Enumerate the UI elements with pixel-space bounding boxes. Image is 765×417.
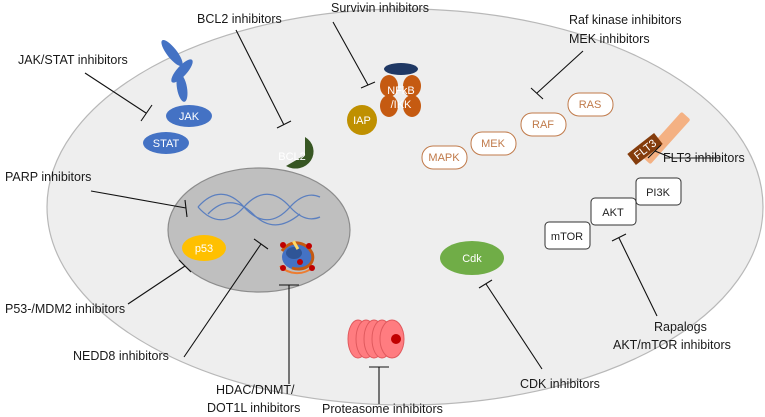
p53-mdm2-inhibition	[127, 259, 192, 305]
mapk-label: MAPK	[428, 152, 460, 164]
raf-kinase-inhibition	[530, 50, 584, 100]
p53-label: p53	[195, 243, 213, 255]
akt-node: AKT	[590, 197, 637, 226]
mtor-node: mTOR	[544, 221, 591, 250]
pi3k-node: PI3K	[635, 177, 682, 206]
stat-node: STAT	[143, 132, 189, 154]
parp-inhibitors-label: PARP inhibitors	[5, 170, 91, 184]
jak-node: JAK	[166, 105, 212, 127]
parp-inhibition	[90, 190, 188, 218]
mtor-label: mTOR	[551, 231, 583, 243]
jak-stat-inhibitors-label: JAK/STAT inhibitors	[18, 53, 128, 67]
hdac-inhibition	[279, 284, 299, 384]
raf-node: RAF	[520, 112, 567, 137]
flt3-inhibitors-label: FLT3 inhibitors	[663, 151, 745, 165]
nfkb-label: NFkB	[387, 85, 415, 97]
cdk-inhibitors-label: CDK inhibitors	[520, 377, 600, 391]
stat-label: STAT	[153, 138, 180, 150]
survivin-inhibition	[332, 21, 376, 89]
mek-inhibitors-label: MEK inhibitors	[569, 32, 650, 46]
p53-node: p53	[182, 235, 226, 261]
cdk-label: Cdk	[462, 253, 482, 265]
bcl2-label: BCL2	[278, 151, 306, 163]
pi3k-label: PI3K	[646, 187, 671, 199]
flt3-inhibition	[647, 144, 720, 159]
proteasome-icon	[347, 319, 405, 359]
akt-mtor-inhibitors-label: AKT/mTOR inhibitors	[613, 338, 731, 352]
mek-node: MEK	[470, 131, 517, 156]
dna-helix-icon	[197, 193, 321, 226]
ras-node: RAS	[567, 92, 614, 117]
nucleus	[167, 167, 351, 293]
inhibition-lines	[84, 21, 720, 404]
ras-label: RAS	[579, 99, 602, 111]
jak-label: JAK	[179, 111, 200, 123]
nedd8-inhibitors-label: NEDD8 inhibitors	[73, 349, 169, 363]
bcl2-node: BCL2	[278, 137, 314, 169]
akt-label: AKT	[602, 207, 624, 219]
ikk-label: /IKK	[391, 99, 412, 111]
raf-kinase-inhibitors-label: Raf kinase inhibitors	[569, 13, 682, 27]
p53-mdm2-inhibitors-label: P53-/MDM2 inhibitors	[5, 302, 125, 316]
bcl2-inhibitors-label: BCL2 inhibitors	[197, 12, 282, 26]
jak-stat-inhibition	[84, 72, 153, 122]
hdac-dnmt-label: HDAC/DNMT/	[216, 383, 295, 397]
chromatin-icon	[279, 240, 315, 274]
rapalogs-label: Rapalogs	[654, 320, 707, 334]
bcl2-inhibition	[235, 29, 292, 129]
cdk-inhibition	[478, 279, 543, 370]
jak-receptor-icon	[161, 40, 193, 102]
dot1l-inhibitors-label: DOT1L inhibitors	[207, 401, 300, 415]
nfkb-ikk-node: NFkB /IKK	[380, 63, 421, 117]
survivin-inhibitors-label: Survivin inhibitors	[331, 1, 429, 15]
proteasome-inhibitors-label: Proteasome inhibitors	[322, 402, 443, 416]
mapk-node: MAPK	[421, 145, 468, 170]
iap-node: IAP	[347, 105, 377, 135]
akt-mtor-inhibition	[611, 233, 658, 317]
raf-label: RAF	[532, 119, 554, 131]
mek-label: MEK	[481, 138, 506, 150]
nedd8-inhibition	[183, 238, 269, 358]
cdk-node: Cdk	[440, 241, 504, 275]
proteasome-inhibition	[369, 366, 389, 404]
iap-label: IAP	[353, 115, 371, 127]
